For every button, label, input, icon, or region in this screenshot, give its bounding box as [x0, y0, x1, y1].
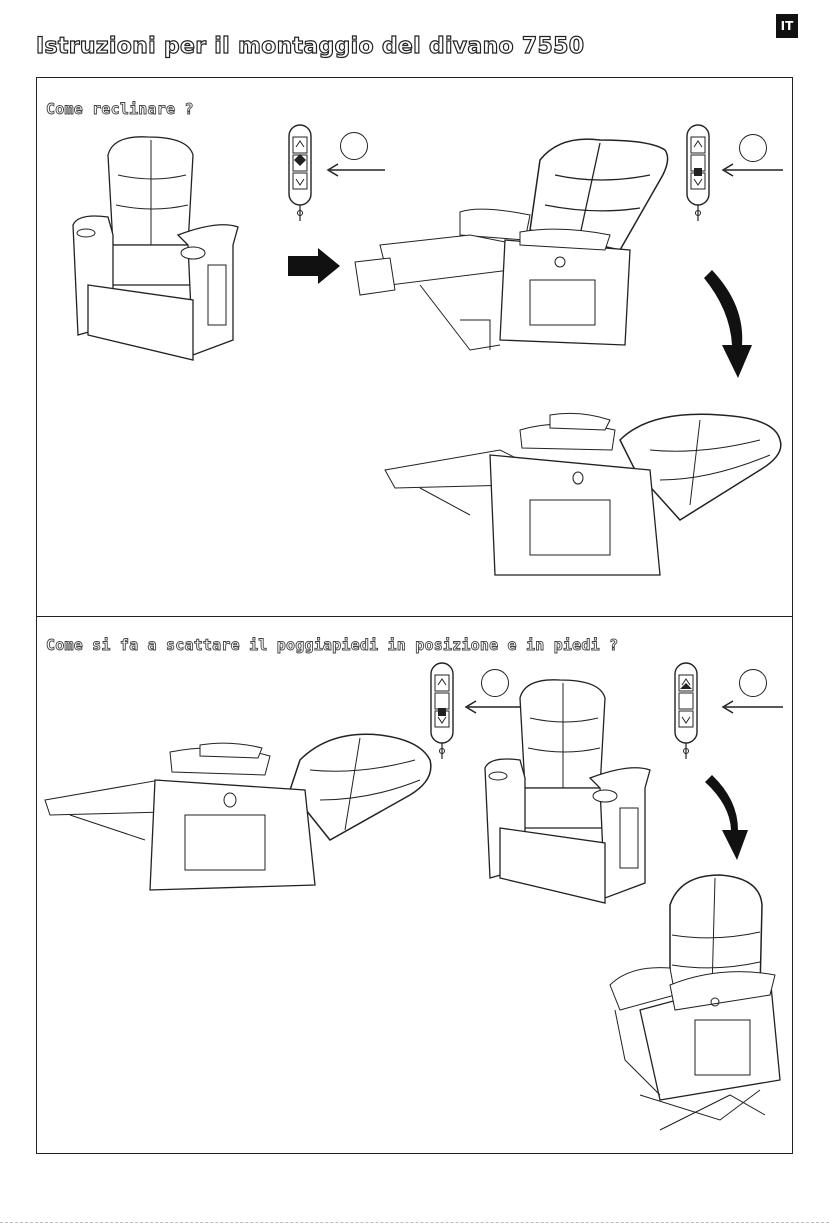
language-badge: IT: [776, 14, 798, 38]
section-title-footrest-stand: Come si fa a scattare il poggiapiedi in …: [46, 636, 618, 654]
section-title-recline: Come reclinare ?: [46, 100, 194, 118]
step-circle-3: [481, 669, 509, 697]
section-divider: [36, 616, 793, 617]
step-circle-1: [340, 132, 368, 160]
page-footer-line: [0, 1222, 829, 1223]
page-title: Istruzioni per il montaggio del divano 7…: [36, 34, 584, 59]
step-circle-2: [739, 134, 767, 162]
step-circle-4: [739, 669, 767, 697]
